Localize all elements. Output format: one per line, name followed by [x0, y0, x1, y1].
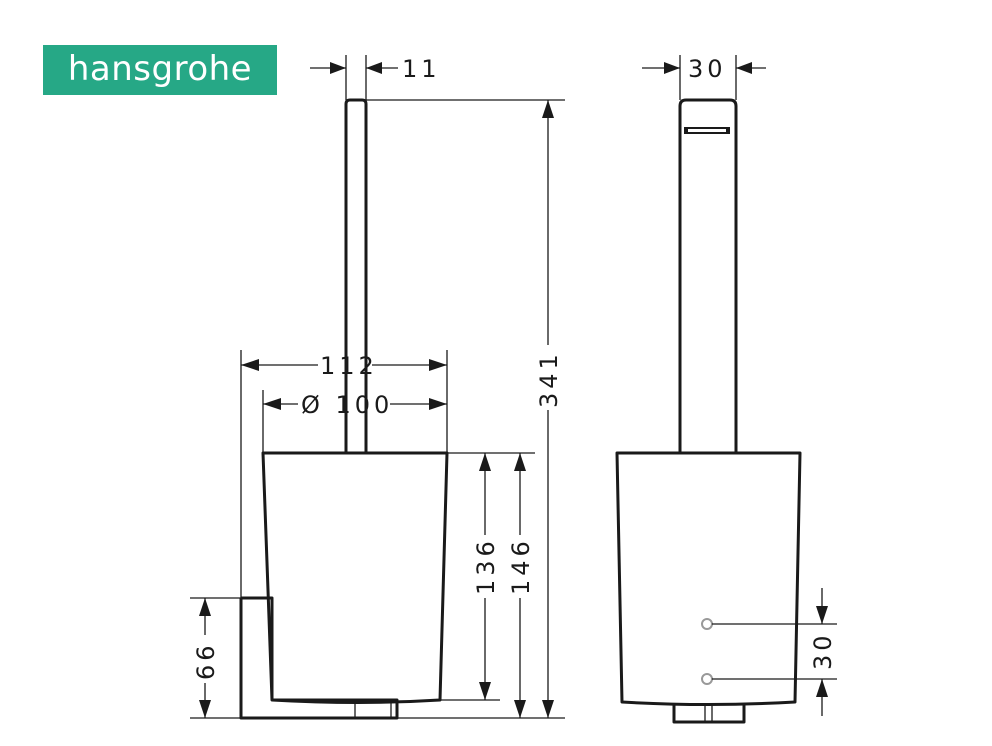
- brush-handle: [344, 98, 368, 453]
- label-66: 66: [192, 641, 220, 680]
- mounting-hole: [701, 673, 713, 685]
- dimension-overall-width: 112: [240, 350, 448, 598]
- dimension-bracket-height: 66: [190, 597, 241, 719]
- front-view: [239, 98, 449, 720]
- label-hole-30: 30: [809, 631, 837, 670]
- label-11: 11: [402, 55, 441, 83]
- dimension-handle-width: 11: [310, 55, 441, 100]
- label-146: 146: [507, 537, 535, 595]
- container: [261, 451, 449, 704]
- handle-mark-inner: [688, 129, 726, 132]
- dimension-overall-height: 341: [366, 99, 565, 719]
- mounting-hole: [701, 618, 713, 630]
- hansgrohe-logo: hansgrohe: [43, 45, 277, 95]
- label-diameter-100: Ø 100: [301, 391, 393, 419]
- side-handle: [678, 98, 738, 453]
- dimension-container-height: 136 146: [440, 452, 535, 718]
- label-341: 341: [535, 350, 563, 408]
- dimension-side-depth: 30: [642, 55, 766, 100]
- side-view: [615, 98, 837, 724]
- side-container: [615, 451, 802, 706]
- dimension-hole-spacing: 30: [809, 588, 837, 716]
- label-side-30: 30: [688, 55, 727, 83]
- label-136: 136: [472, 537, 500, 595]
- dimension-diameter: Ø 100: [262, 390, 447, 453]
- wall-bracket: [239, 596, 399, 720]
- label-112: 112: [320, 352, 378, 380]
- side-foot: [672, 705, 746, 724]
